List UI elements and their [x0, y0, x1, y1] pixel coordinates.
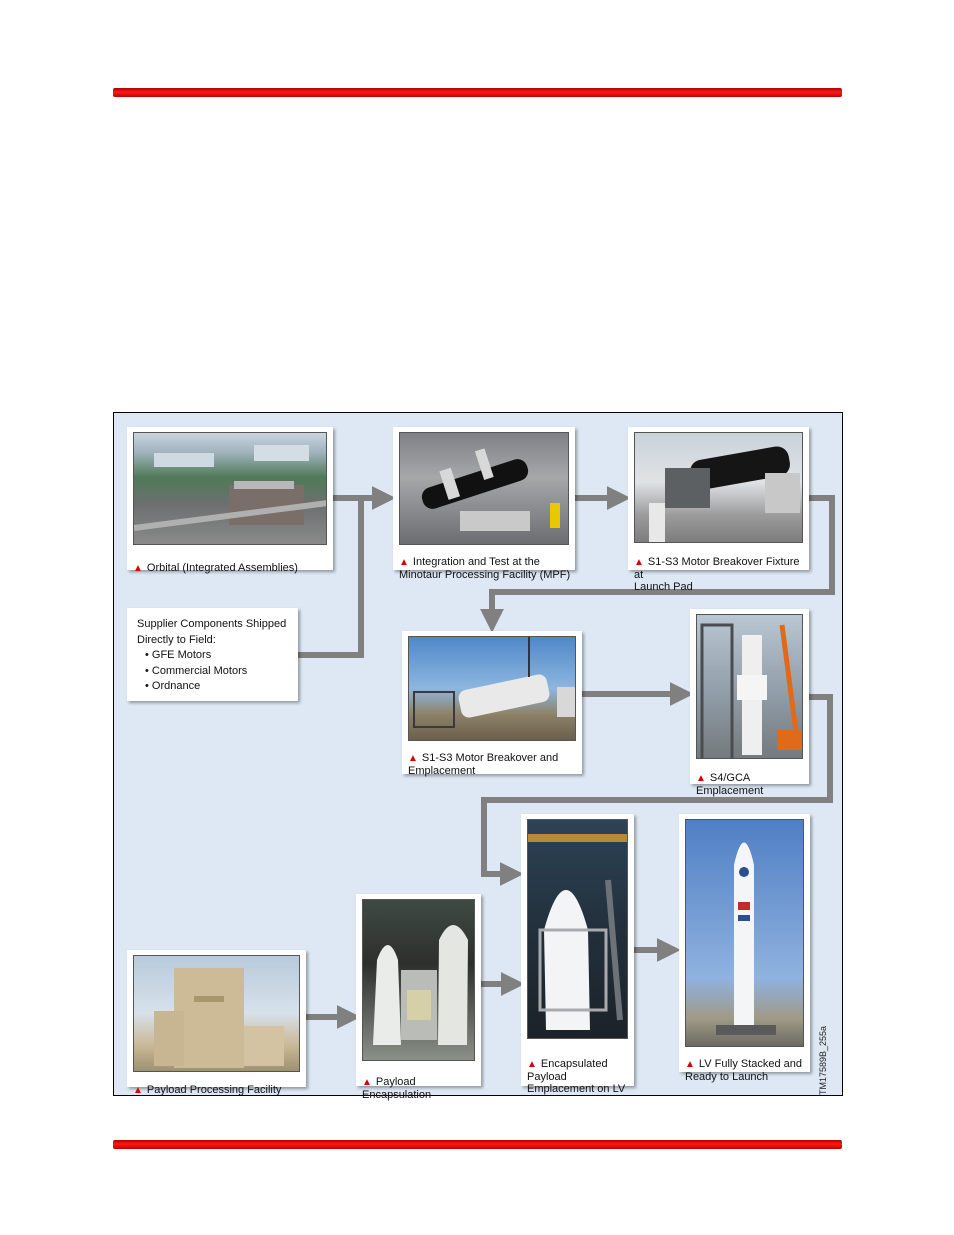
payload-facility-caption: ▲Payload Processing Facility — [133, 1084, 282, 1096]
payload-encapsulation-caption: ▲Payload Encapsulation — [362, 1076, 432, 1101]
figure-id-label: TM17589B_255a — [818, 1025, 828, 1095]
orbital-caption: ▲Orbital (Integrated Assemblies) — [133, 562, 298, 574]
payload-facility-photo — [133, 955, 300, 1072]
encapsulated-payload-caption: ▲Encapsulated Payload Emplacement on LV — [527, 1058, 626, 1095]
red-triangle-icon: ▲ — [133, 1085, 143, 1096]
supplier-title-cont: Directly to Field: — [137, 633, 216, 646]
lv-stacked-caption: ▲LV Fully Stacked and Ready to Launch — [685, 1058, 803, 1083]
red-triangle-icon: ▲ — [408, 753, 418, 764]
red-triangle-icon: ▲ — [527, 1059, 537, 1070]
red-triangle-icon: ▲ — [399, 557, 409, 568]
red-triangle-icon: ▲ — [362, 1077, 372, 1088]
s4-gca-card: ▲S4/GCA Emplacement — [690, 609, 809, 797]
breakover-fixture-caption: ▲S1-S3 Motor Breakover Fixture at Launch… — [634, 556, 800, 593]
payload-encapsulation-card: ▲Payload Encapsulation — [356, 894, 481, 1101]
arrow-fixture-to-emplacement — [480, 495, 835, 633]
encapsulated-payload-photo — [527, 819, 628, 1039]
supplier-title: Supplier Components Shipped — [137, 618, 287, 630]
red-triangle-icon: ▲ — [685, 1059, 695, 1070]
mpf-integration-photo — [399, 432, 569, 545]
integration-caption: ▲Integration and Test at the Minotaur Pr… — [399, 556, 571, 581]
orbital-campus-photo — [133, 432, 327, 545]
encapsulated-payload-card: ▲Encapsulated Payload Emplacement on LV — [521, 814, 634, 1095]
breakover-fixture-photo — [634, 432, 803, 543]
bottom-red-rule — [113, 1140, 842, 1149]
red-triangle-icon: ▲ — [696, 773, 706, 784]
red-triangle-icon: ▲ — [133, 563, 143, 574]
s4-gca-photo — [696, 614, 803, 759]
supplier-components-box: Supplier Components Shipped Directly to … — [127, 608, 298, 701]
top-red-rule — [113, 88, 842, 97]
breakover-fixture-card: ▲S1-S3 Motor Breakover Fixture at Launch… — [628, 427, 809, 593]
lv-stacked-photo — [685, 819, 804, 1047]
breakover-emplacement-photo — [408, 636, 576, 741]
s4-gca-caption: ▲S4/GCA Emplacement — [696, 772, 764, 797]
supplier-item-gfe: • GFE Motors — [145, 649, 212, 661]
red-triangle-icon: ▲ — [634, 557, 644, 568]
supplier-item-ordnance: • Ordnance — [145, 680, 201, 692]
breakover-emplacement-card: ▲S1-S3 Motor Breakover and Emplacement — [402, 631, 582, 777]
arrow-s4-to-encapsulated — [481, 694, 833, 886]
supplier-item-commercial: • Commercial Motors — [145, 664, 248, 677]
payload-encapsulation-photo — [362, 899, 475, 1061]
integration-card: ▲Integration and Test at the Minotaur Pr… — [393, 427, 575, 581]
orbital-card: ▲Orbital (Integrated Assemblies) — [127, 427, 333, 574]
lv-stacked-card: ▲LV Fully Stacked and Ready to Launch — [679, 814, 810, 1083]
payload-facility-card: ▲Payload Processing Facility — [127, 950, 306, 1096]
arrow-supplier-to-mpf — [298, 498, 364, 658]
breakover-emplacement-caption: ▲S1-S3 Motor Breakover and Emplacement — [408, 752, 559, 777]
